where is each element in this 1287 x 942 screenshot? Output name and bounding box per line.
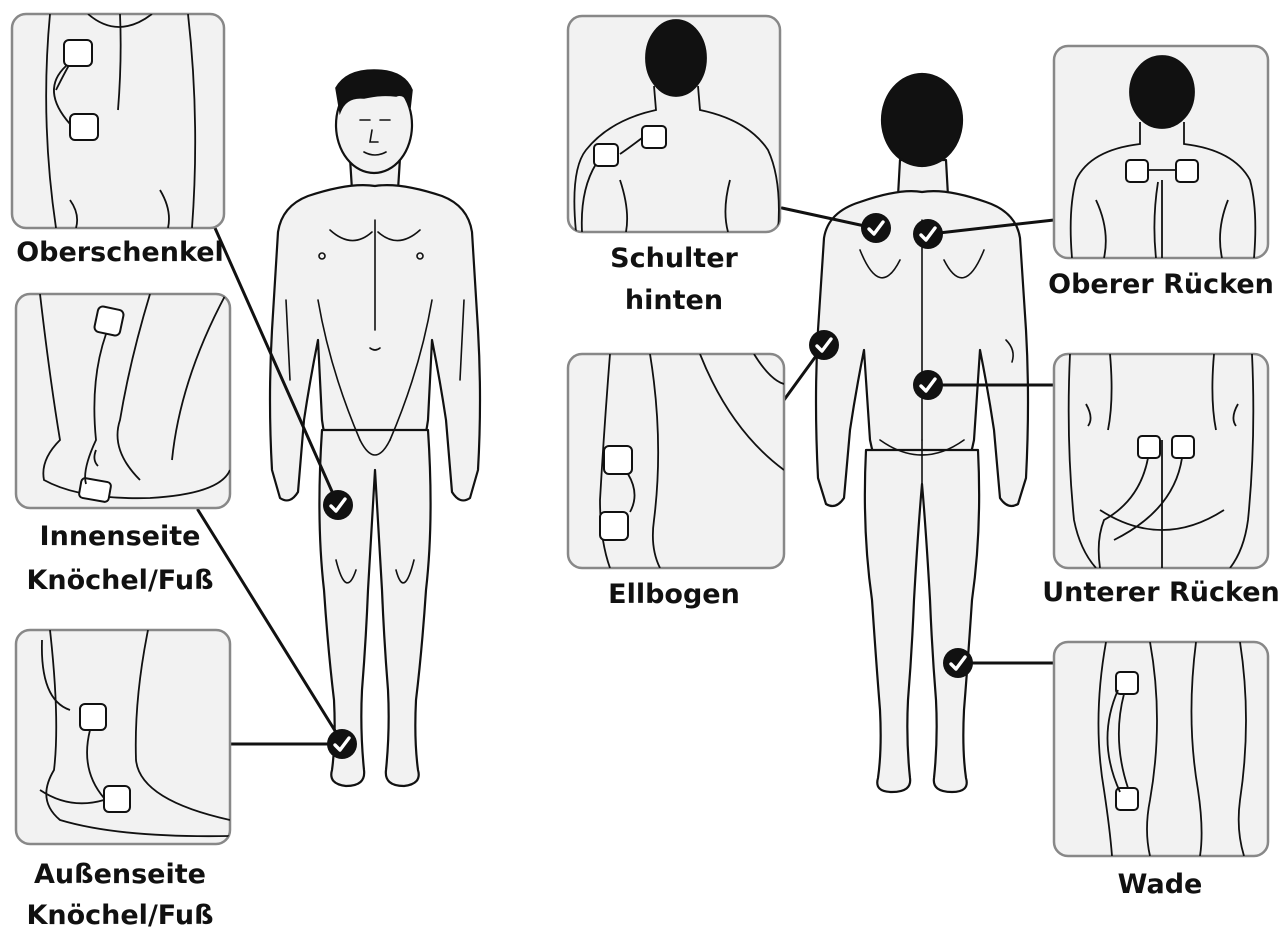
electrode-pad-icon bbox=[1138, 436, 1160, 458]
label-calf: Wade bbox=[1050, 864, 1270, 906]
label-shoulder-line1: Schulter bbox=[564, 238, 784, 280]
electrode-pad-icon bbox=[1172, 436, 1194, 458]
electrode-pad-icon bbox=[642, 126, 666, 148]
check-marker-icon bbox=[943, 648, 973, 678]
electrode-pad-icon bbox=[78, 478, 111, 503]
label-outer-ankle-line1: Außenseite bbox=[10, 854, 230, 896]
label-thigh: Oberschenkel bbox=[10, 232, 230, 274]
electrode-pad-icon bbox=[604, 446, 632, 474]
electrode-pad-icon bbox=[600, 512, 628, 540]
electrode-pad-icon bbox=[594, 144, 618, 166]
label-inner-ankle-line1: Innenseite bbox=[10, 516, 230, 558]
panel-inner-ankle bbox=[16, 294, 230, 508]
electrode-pad-icon bbox=[64, 40, 92, 66]
label-upper-back: Oberer Rücken bbox=[1038, 264, 1284, 306]
check-marker-icon bbox=[913, 219, 943, 249]
electrode-pad-icon bbox=[1116, 672, 1138, 694]
electrode-pad-icon bbox=[80, 704, 106, 730]
label-lower-back: Unterer Rücken bbox=[1036, 572, 1286, 614]
electrode-pad-icon bbox=[70, 114, 98, 140]
check-marker-icon bbox=[861, 213, 891, 243]
electrode-pad-icon bbox=[1126, 160, 1148, 182]
panel-calf bbox=[1054, 642, 1268, 856]
panel-upper-back bbox=[1054, 46, 1268, 258]
panel-thigh bbox=[12, 14, 224, 228]
check-marker-icon bbox=[327, 729, 357, 759]
electrode-pad-icon bbox=[104, 786, 130, 812]
label-outer-ankle-line2: Knöchel/Fuß bbox=[10, 895, 230, 937]
panel-elbow bbox=[568, 354, 784, 568]
check-marker-icon bbox=[323, 490, 353, 520]
check-marker-icon bbox=[913, 370, 943, 400]
check-marker-icon bbox=[809, 330, 839, 360]
label-inner-ankle-line2: Knöchel/Fuß bbox=[10, 560, 230, 602]
panel-shoulder bbox=[568, 16, 780, 232]
electrode-pad-icon bbox=[1176, 160, 1198, 182]
panel-outer-ankle bbox=[16, 630, 230, 844]
label-elbow: Ellbogen bbox=[564, 574, 784, 616]
panel-lower-back bbox=[1054, 354, 1268, 568]
electrode-pad-icon bbox=[94, 306, 125, 337]
front-body-figure bbox=[270, 77, 480, 786]
label-shoulder-line2: hinten bbox=[564, 280, 784, 322]
